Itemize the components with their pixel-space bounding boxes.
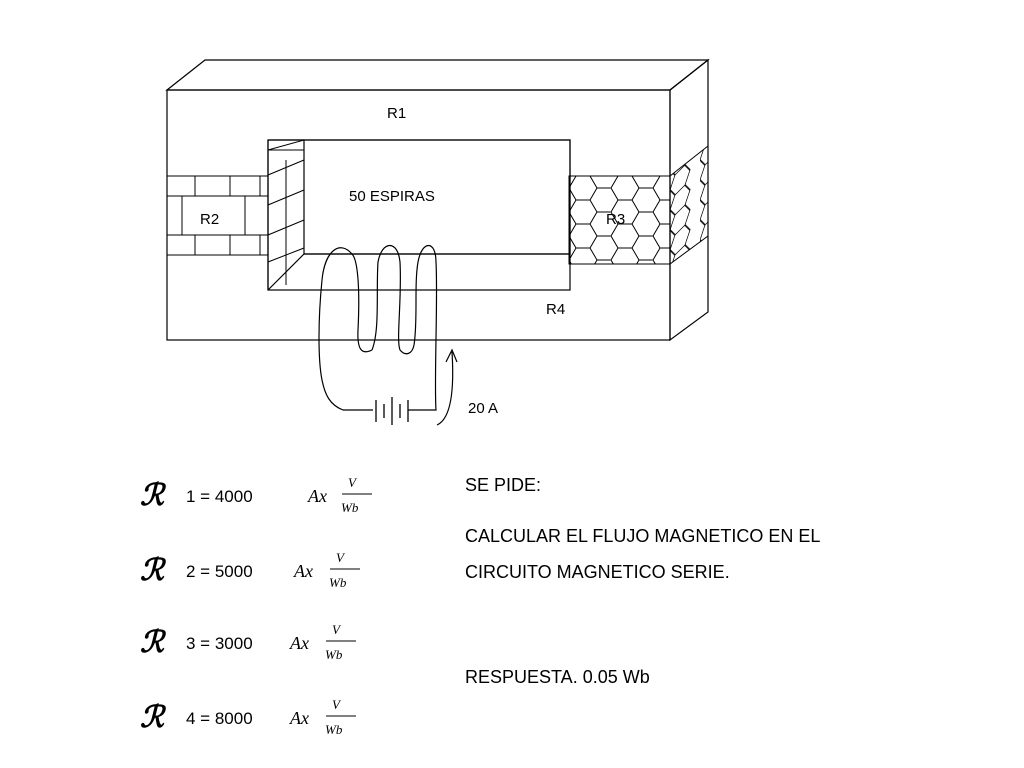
core-window-inner — [303, 139, 571, 255]
problem-line-2: CIRCUITO MAGNETICO SERIE. — [465, 562, 730, 582]
unit-denominator: Wb — [341, 500, 359, 515]
r2-brick-region — [167, 139, 305, 285]
r3-label: R3 — [606, 211, 625, 228]
reluctance-symbol: ℛ — [140, 478, 167, 513]
core-top-face — [165, 59, 710, 91]
coil-winding — [318, 244, 438, 411]
turns-label: 50 ESPIRAS — [349, 188, 435, 205]
reluctance-value: 2 = 5000 — [186, 562, 253, 581]
reluctance-2: ℛ 2 = 5000 Ax V Wb — [140, 550, 360, 590]
unit-denominator: Wb — [325, 647, 343, 662]
current-label: 20 A — [468, 400, 498, 417]
problem-heading: SE PIDE: — [465, 475, 541, 495]
reluctance-4: ℛ 4 = 8000 Ax V Wb — [140, 697, 356, 737]
reluctance-unit: Ax — [307, 486, 327, 506]
reluctance-symbol: ℛ — [140, 625, 167, 660]
unit-numerator: V — [332, 622, 342, 637]
r4-label: R4 — [546, 301, 565, 318]
reluctance-value: 3 = 3000 — [186, 634, 253, 653]
reluctance-value: 1 = 4000 — [186, 487, 253, 506]
reluctance-symbol: ℛ — [140, 700, 167, 735]
r3-hex-side-region — [669, 144, 709, 265]
reluctance-unit: Ax — [289, 708, 309, 728]
reluctance-list: ℛ 1 = 4000 Ax V Wb ℛ 2 = 5000 Ax V Wb ℛ … — [140, 475, 372, 737]
unit-denominator: Wb — [325, 722, 343, 737]
r1-label: R1 — [387, 105, 406, 122]
problem-statement: SE PIDE: CALCULAR EL FLUJO MAGNETICO EN … — [465, 475, 820, 687]
unit-denominator: Wb — [329, 575, 347, 590]
current-arrow-icon — [436, 348, 458, 426]
reluctance-3: ℛ 3 = 3000 Ax V Wb — [140, 622, 356, 662]
battery-icon — [375, 397, 409, 425]
reluctance-1: ℛ 1 = 4000 Ax V Wb — [140, 475, 372, 515]
answer-text: RESPUESTA. 0.05 Wb — [465, 667, 650, 687]
reluctance-unit: Ax — [289, 633, 309, 653]
problem-line-1: CALCULAR EL FLUJO MAGNETICO EN EL — [465, 526, 820, 546]
unit-numerator: V — [332, 697, 342, 712]
unit-numerator: V — [336, 550, 346, 565]
r2-label: R2 — [200, 211, 219, 228]
reluctance-value: 4 = 8000 — [186, 709, 253, 728]
unit-numerator: V — [348, 475, 358, 490]
reluctance-unit: Ax — [293, 561, 313, 581]
reluctance-symbol: ℛ — [140, 553, 167, 588]
core-window — [267, 139, 571, 291]
